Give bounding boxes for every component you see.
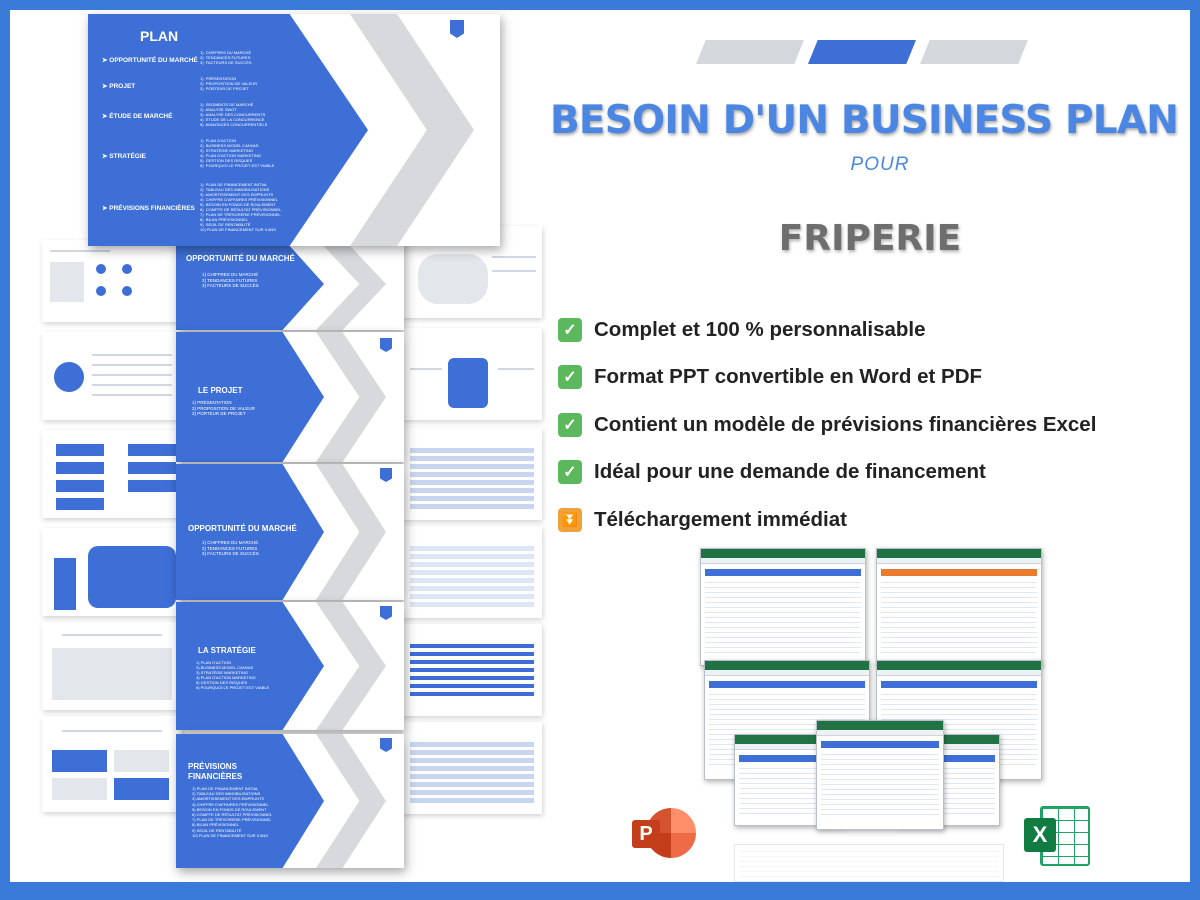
slide-thumb [42,622,182,710]
check-icon: ✓ [558,412,582,437]
feature-text: Idéal pour une demande de financement [594,460,986,484]
decorative-chevron [808,40,916,64]
spreadsheet-reflection [734,844,1004,882]
headline: BESOIN D'UN BUSINESS PLAN ? [550,98,1190,143]
slide-thumb [42,430,182,518]
check-icon: ✓ [558,317,582,342]
feature-item: ⏬ Téléchargement immédiat [558,496,1188,544]
feature-text: Complet et 100 % personnalisable [594,317,926,341]
slide-thumb [42,332,182,420]
plan-section: ➤ PROJET [102,83,136,90]
product-name: FRIPERIE [778,218,962,259]
slide-items: 1) PLAN DE FINANCEMENT INITIAL 2) TABLEA… [192,786,273,838]
feature-text: Contient un modèle de prévisions financi… [594,412,1097,436]
bottom-border [10,882,1190,890]
slide-thumb [42,528,182,616]
slide-section-opportunite-2: OPPORTUNITÉ DU MARCHÉ 1) CHIFFRES DU MAR… [176,464,404,600]
slide-items: 1) CHIFFRES DU MARCHÉ 2) TENDANCES FUTUR… [202,272,259,288]
spreadsheet-thumb [700,548,866,666]
spreadsheet-thumb [876,548,1042,666]
slide-thumb [402,624,542,716]
feature-text: Format PPT convertible en Word et PDF [594,365,983,389]
plan-section: ➤ OPPORTUNITÉ DU MARCHÉ [102,57,198,64]
decorative-chevron [920,40,1028,64]
feature-text: Téléchargement immédiat [594,507,847,531]
feature-item: ✓ Idéal pour une demande de financement [558,449,1188,497]
plan-section: ➤ STRATÉGIE [102,153,146,160]
plan-section: ➤ ÉTUDE DE MARCHÉ [102,113,173,120]
feature-item: ✓ Format PPT convertible en Word et PDF [558,354,1188,402]
slide-thumb [402,526,542,618]
slide-thumb [42,716,182,812]
slide-title: OPPORTUNITÉ DU MARCHÉ [188,524,297,533]
slide-section-projet: LE PROJET 1) PRÉSENTATION 2) PROPOSITION… [176,332,404,462]
feature-list: ✓ Complet et 100 % personnalisable ✓ For… [558,306,1188,544]
decorative-chevron [696,40,804,64]
slide-thumb [402,328,542,420]
slide-plan: PLAN ➤ OPPORTUNITÉ DU MARCHÉ 1) CHIFFRES… [88,14,500,246]
check-icon: ✓ [558,460,582,485]
subheadline-pour: POUR [850,154,910,175]
feature-item: ✓ Contient un modèle de prévisions finan… [558,401,1188,449]
plan-items: 1) SEGMENTS DE MARCHÉ 2) ANALYSE SWOT 3)… [200,102,268,127]
download-icon: ⏬ [558,507,582,532]
plan-section: ➤ PRÉVISIONS FINANCIÈRES [102,205,195,212]
slide-thumb [402,722,542,814]
plan-items: 1) CHIFFRES DU MARCHÉ 2) TENDANCES FUTUR… [200,50,252,65]
slide-title: PRÉVISIONS FINANCIÈRES [188,762,243,781]
plan-items: 1) PRÉSENTATION 2) PROPOSITION DE VALEUR… [200,76,258,91]
powerpoint-icon: P [632,806,696,864]
slide-items: 1) PRÉSENTATION 2) PROPOSITION DE VALEUR… [192,400,255,416]
check-icon: ✓ [558,365,582,390]
slide-title: OPPORTUNITÉ DU MARCHÉ [186,254,295,263]
slide-section-strategie: LA STRATÉGIE 1) PLAN D'ACTION 2) BUSINES… [176,602,404,730]
slide-thumb [402,428,542,520]
slide-title: LA STRATÉGIE [198,646,256,655]
slide-title: LE PROJET [198,386,243,395]
slide-items: 1) CHIFFRES DU MARCHÉ 2) TENDANCES FUTUR… [202,540,259,556]
excel-icon: X [1024,806,1090,866]
slide-thumb [42,240,182,322]
product-banner: OPPORTUNITÉ DU MARCHÉ 1) CHIFFRES DU MAR… [10,10,1190,890]
feature-item: ✓ Complet et 100 % personnalisable [558,306,1188,354]
plan-title: PLAN [140,28,179,44]
plan-items: 1) PLAN D'ACTION 2) BUSINESS MODEL CANVA… [200,138,275,168]
plan-items: 1) PLAN DE FINANCEMENT INITIAL 2) TABLEA… [200,182,282,232]
slide-section-opportunite: OPPORTUNITÉ DU MARCHÉ 1) CHIFFRES DU MAR… [176,238,404,330]
slide-section-previsions: PRÉVISIONS FINANCIÈRES 1) PLAN DE FINANC… [176,734,404,868]
slide-items: 1) PLAN D'ACTION 2) BUSINESS MODEL CANVA… [196,660,270,690]
spreadsheet-thumb [816,720,944,830]
